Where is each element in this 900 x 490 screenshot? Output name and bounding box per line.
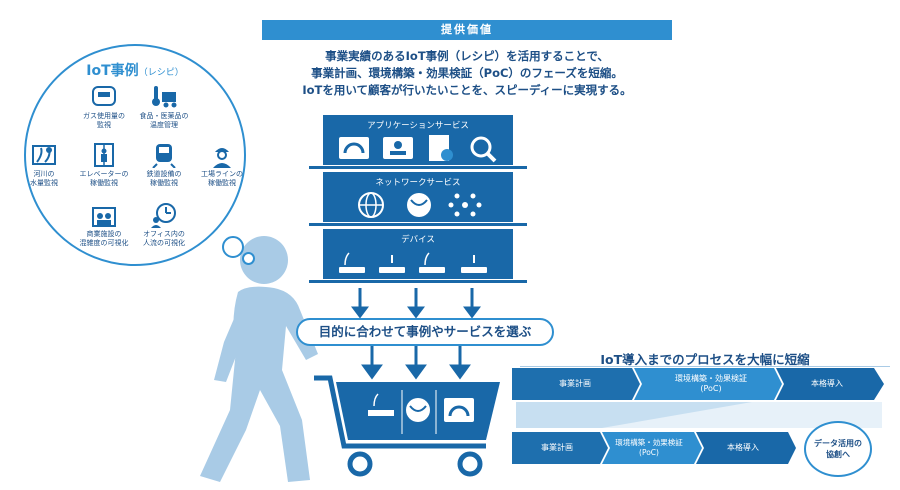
value-line-3: IoTを用いて顧客が行いたいことを、スピーディーに実現する。	[302, 83, 632, 97]
data-line2: 協創へ	[826, 450, 850, 459]
after-plan: 事業計画	[541, 443, 573, 452]
gas-meter-icon	[92, 86, 116, 106]
elevator-icon	[94, 143, 114, 167]
arrows-down-cart	[361, 346, 471, 380]
router-icon-1	[339, 267, 365, 273]
router-icon-3	[419, 267, 445, 273]
office-people-icon	[151, 203, 176, 228]
case-train-line1: 鉄道設備の	[146, 170, 182, 178]
case-factory-line2: 稼働監視	[208, 179, 236, 187]
network-service-band: ネットワークサービス	[323, 172, 513, 222]
thermometer-truck-icon	[152, 86, 177, 108]
magnifier-icon	[470, 136, 497, 163]
data-utilization-circle: データ活用の協創へ	[804, 421, 872, 477]
shelf-1	[309, 166, 527, 169]
network-service-label: ネットワークサービス	[375, 178, 461, 188]
process-title: IoT導入までのプロセスを大幅に短縮	[600, 352, 810, 367]
case-gas: ガス使用量の監視	[72, 84, 136, 130]
router-icon-2	[379, 267, 405, 273]
case-elevator: エレベーターの稼働監視	[72, 142, 136, 188]
iot-case-title-suffix: （レシピ）	[138, 68, 184, 78]
case-train-line2: 稼働監視	[150, 179, 178, 187]
iot-case-bubble	[24, 44, 246, 266]
thought-dot-large	[222, 236, 244, 258]
case-river-line1: 河川の	[33, 170, 55, 178]
arrows-down-top	[351, 288, 481, 318]
value-description: 事業実績のあるIoT事例（レシピ）を活用することで、 事業計画、環境構築・効果検…	[262, 48, 672, 99]
application-service-label: アプリケーションサービス	[367, 121, 469, 131]
value-line-2: 事業計画、環境構築・効果検証（PoC）のフェーズを短縮。	[311, 66, 623, 80]
case-shop-line1: 商業施設の	[86, 230, 122, 238]
cart-globe-icon	[406, 398, 430, 422]
case-river: 河川の水量監視	[12, 142, 76, 188]
after-poc: 環境構築・効果検証(PoC)	[606, 432, 692, 464]
before-plan: 事業計画	[559, 379, 591, 388]
case-factory-line1: 工場ラインの	[201, 170, 243, 178]
case-shop-line2: 混雑度の可視化	[79, 239, 129, 247]
header-bar: 提供価値	[262, 20, 672, 40]
shelf-2	[309, 223, 527, 226]
case-shop: 商業施設の混雑度の可視化	[72, 202, 136, 248]
train-icon	[152, 144, 176, 168]
device-band: デバイス	[323, 229, 513, 279]
case-factory: 工場ラインの稼働監視	[190, 142, 254, 188]
case-elevator-line1: エレベーターの	[79, 170, 129, 178]
case-food-line1: 食品・医薬品の	[139, 112, 189, 120]
case-office-line1: オフィス内の	[143, 230, 185, 238]
shelf-3	[309, 280, 527, 283]
thought-dot-small	[242, 252, 255, 265]
shop-icon	[92, 207, 116, 227]
case-train: 鉄道設備の稼働監視	[132, 142, 196, 188]
process-divider	[520, 366, 890, 367]
case-office-line2: 人流の可視化	[143, 239, 185, 247]
before-launch: 本格導入	[811, 379, 843, 388]
shopping-cart-icon	[314, 375, 500, 477]
before-poc-line1: 環境構築・効果検証	[675, 374, 747, 383]
globe-icon	[358, 192, 384, 218]
case-gas-line2: 監視	[97, 121, 111, 129]
network-globe-icon	[407, 193, 431, 217]
after-poc-line1: 環境構築・効果検証	[615, 438, 683, 447]
cart-dashboard-icon	[444, 398, 474, 422]
choose-purpose-label: 目的に合わせて事例やサービスを選ぶ	[296, 318, 554, 346]
before-poc-line2: (PoC)	[700, 384, 722, 393]
after-poc-line2: (PoC)	[639, 448, 659, 457]
case-food-line2: 温度管理	[150, 121, 178, 129]
cart-router-icon	[368, 393, 394, 416]
iot-case-title-text: IoT事例	[86, 63, 139, 79]
node-network-icon	[448, 193, 482, 217]
device-icons	[339, 252, 487, 273]
router-icon-4	[461, 267, 487, 273]
dashboard-icon	[339, 137, 369, 159]
data-line1: データ活用の	[814, 439, 862, 448]
id-card-icon	[383, 137, 413, 159]
process-shapes	[512, 368, 884, 464]
device-label: デバイス	[401, 235, 435, 245]
case-river-line2: 水量監視	[30, 179, 58, 187]
iot-case-title: IoT事例（レシピ）	[60, 60, 210, 80]
value-line-1: 事業実績のあるIoT事例（レシピ）を活用することで、	[325, 49, 609, 63]
application-service-band: アプリケーションサービス	[323, 115, 513, 165]
case-gas-line1: ガス使用量の	[83, 112, 125, 120]
after-launch: 本格導入	[727, 443, 759, 452]
river-map-icon	[32, 145, 56, 165]
document-check-icon	[429, 135, 453, 161]
walking-person-figure	[200, 236, 318, 482]
network-icons	[358, 192, 482, 218]
case-elevator-line2: 稼働監視	[90, 179, 118, 187]
application-icons	[339, 135, 497, 163]
factory-worker-icon	[213, 148, 231, 168]
before-poc: 環境構築・効果検証(PoC)	[646, 368, 776, 400]
case-food: 食品・医薬品の温度管理	[132, 84, 196, 130]
case-office: オフィス内の人流の可視化	[132, 202, 196, 248]
